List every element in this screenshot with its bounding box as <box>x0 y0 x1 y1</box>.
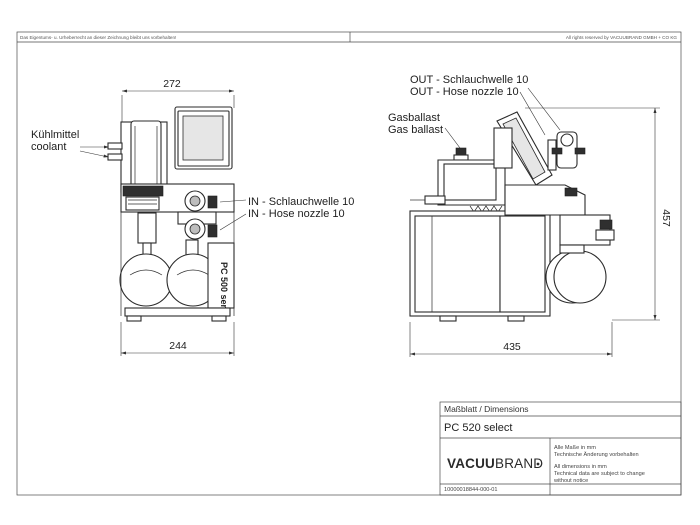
front-in-label-de: IN - Schlauchwelle 10 <box>248 196 354 208</box>
side-out-label-en: OUT - Hose nozzle 10 <box>410 86 519 98</box>
front-coolant-label-de: Kühlmittel <box>31 129 79 141</box>
front-width-bottom: 244 <box>169 340 187 352</box>
model-name: PC 520 select <box>444 422 512 434</box>
flask-left <box>119 253 173 307</box>
front-coolant-label-en: coolant <box>31 141 66 153</box>
svg-text:VACUUBRAND: VACUUBRAND <box>447 456 543 471</box>
header-right-notice: All rights reserved by VACUUBRAND GMBH +… <box>566 35 678 40</box>
vacuubrand-logo: VACUUBRAND <box>447 456 543 471</box>
front-width-top: 272 <box>163 78 181 90</box>
note-de-1: Alle Maße in mm <box>554 445 596 451</box>
sheet-title: Maßblatt / Dimensions <box>444 404 529 414</box>
front-in-label-en: IN - Hose nozzle 10 <box>248 208 345 220</box>
note-en-1: All dimensions in mm <box>554 464 607 470</box>
sheet-border <box>16 31 682 496</box>
note-de-2: Technische Änderung vorbehalten <box>554 451 639 458</box>
front-view: 272 PC 500 series <box>31 78 354 356</box>
side-out-label-de: OUT - Schlauchwelle 10 <box>410 74 528 86</box>
side-gasballast-label-de: Gasballast <box>388 112 440 124</box>
side-view: OUT - Schlauchwelle 10 OUT - Hose nozzle… <box>388 74 672 357</box>
side-height-right: 457 <box>660 209 672 227</box>
title-block: Maßblatt / Dimensions PC 520 select VACU… <box>439 401 682 496</box>
doc-number: 10000018844-000-01 <box>444 487 498 493</box>
side-gasballast-label-en: Gas ballast <box>388 124 443 136</box>
side-width-bottom: 435 <box>503 341 521 353</box>
front-series-text: PC 500 series <box>219 262 229 321</box>
note-en-3: without notice <box>553 478 588 484</box>
header-left-notice: Das Eigentums- u. Urheberrecht an dieser… <box>20 35 176 40</box>
note-en-2: Technical data are subject to change <box>554 471 645 477</box>
